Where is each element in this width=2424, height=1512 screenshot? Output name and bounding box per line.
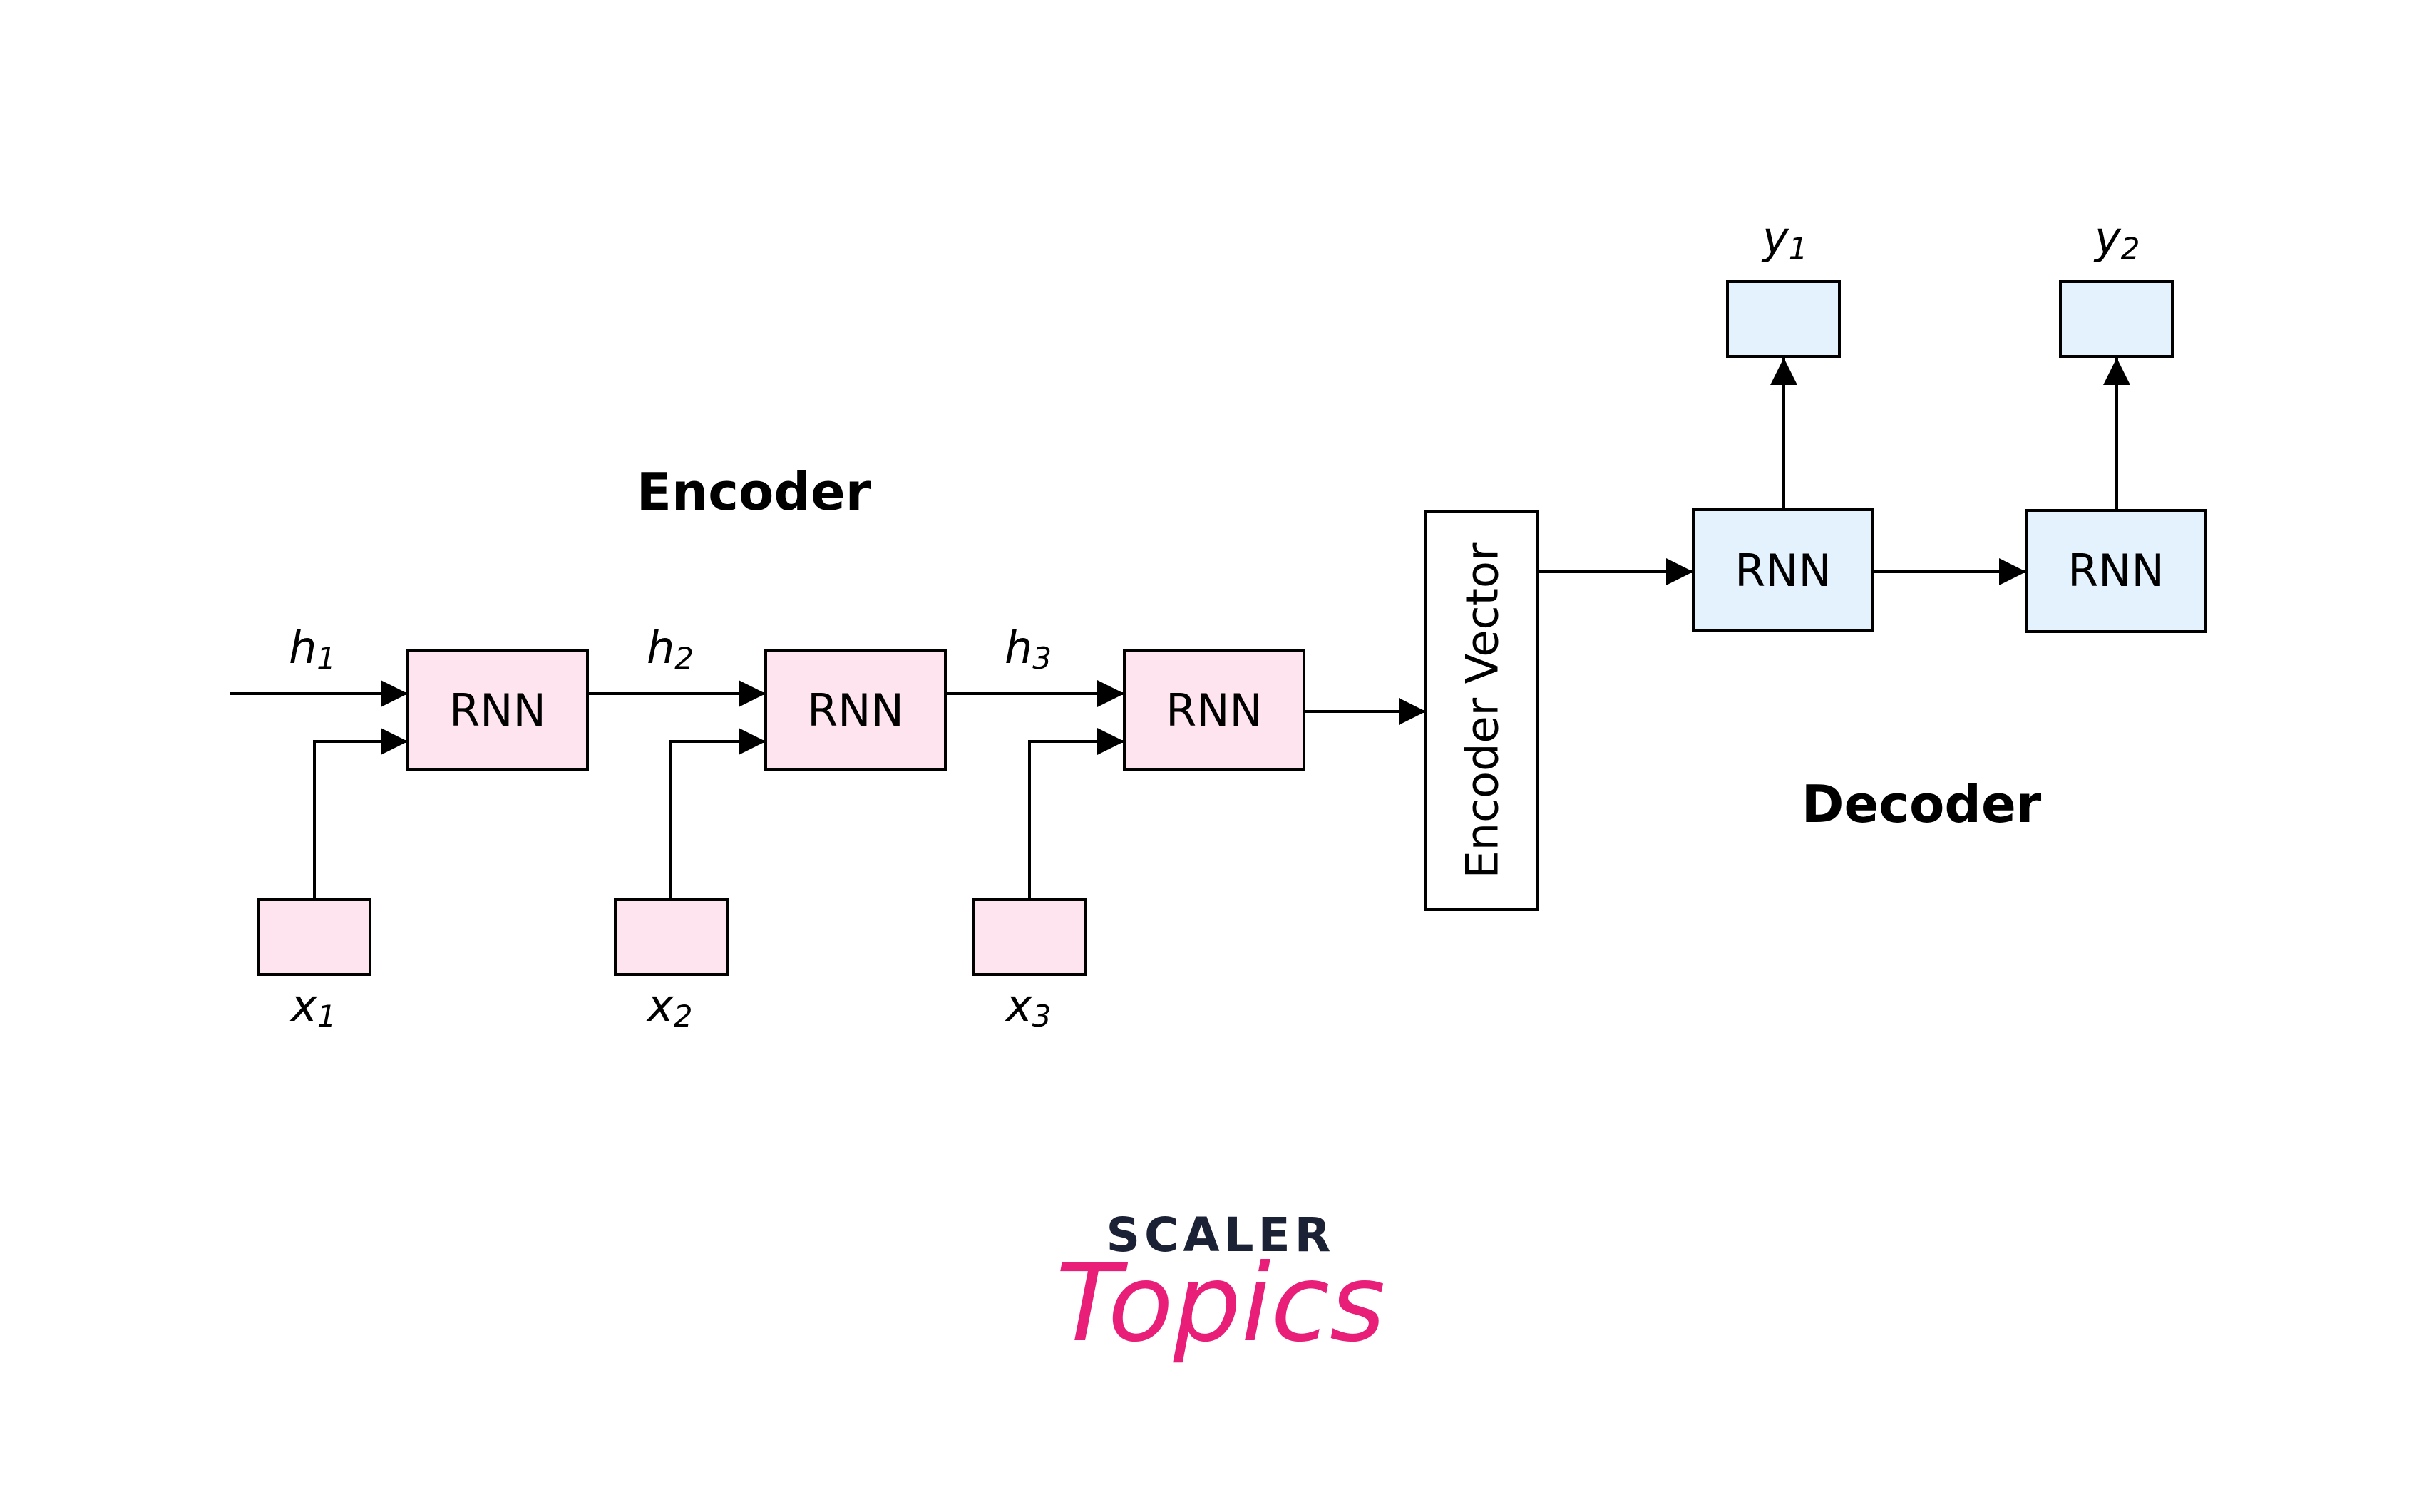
decoder-rnn-2: RNN <box>2025 509 2207 633</box>
output-box-1 <box>1726 280 1841 358</box>
encoder-rnn-box <box>764 649 947 771</box>
hidden-label-3: h3 <box>1005 622 1052 676</box>
input-box-3 <box>972 898 1087 976</box>
logo-topics-text: Topics <box>1056 1242 1385 1366</box>
decoder-wires <box>1538 358 2130 585</box>
logo-scaler-text: SCALER <box>1106 1208 1335 1262</box>
input-label-2: x2 <box>646 979 692 1034</box>
input-label-3: x3 <box>1005 979 1051 1034</box>
hidden-label-1: h1 <box>289 622 336 676</box>
scaler-topics-logo: SCALER Topics <box>1056 1208 1385 1366</box>
input-label-1: x1 <box>289 979 336 1034</box>
encoder-vector-box <box>1424 510 1539 911</box>
encoder-heading: Encoder <box>637 462 871 522</box>
encoder-rnn-label: RNN <box>807 684 904 736</box>
input-arrow-3 <box>1028 728 1124 900</box>
decoder-rnn-label: RNN <box>1735 545 1832 597</box>
decoder-rnn-box <box>1692 508 1874 632</box>
hidden-label-2: h2 <box>647 622 694 676</box>
decoder-rnn-box <box>2025 509 2207 633</box>
encoder-rnn-2: RNN <box>764 649 947 771</box>
input-arrow-1 <box>313 728 408 900</box>
encoder-rnn-1: RNN <box>406 649 589 771</box>
encoder-rnn-box <box>406 649 589 771</box>
encoder-rnn-label: RNN <box>449 684 546 736</box>
input-box-1 <box>257 898 371 976</box>
decoder-rnn-1: RNN <box>1692 508 1874 632</box>
output-label-1: y1 <box>1761 212 1807 266</box>
encoder-vector-label: Encoder Vector <box>1457 542 1509 878</box>
encoder-rnn-3: RNN <box>1123 649 1305 771</box>
decoder-rnn-label: RNN <box>2068 545 2164 597</box>
decoder-heading: Decoder <box>1802 774 2042 834</box>
input-box-2 <box>614 898 729 976</box>
encoder-vector: Encoder Vector <box>1424 510 1539 911</box>
output-label-2: y2 <box>2093 212 2140 266</box>
encoder-rnn-box <box>1123 649 1305 771</box>
encoder-rnn-label: RNN <box>1166 684 1263 736</box>
encoder-wires <box>230 680 1426 900</box>
input-arrow-2 <box>669 728 766 900</box>
output-box-2 <box>2059 280 2174 358</box>
